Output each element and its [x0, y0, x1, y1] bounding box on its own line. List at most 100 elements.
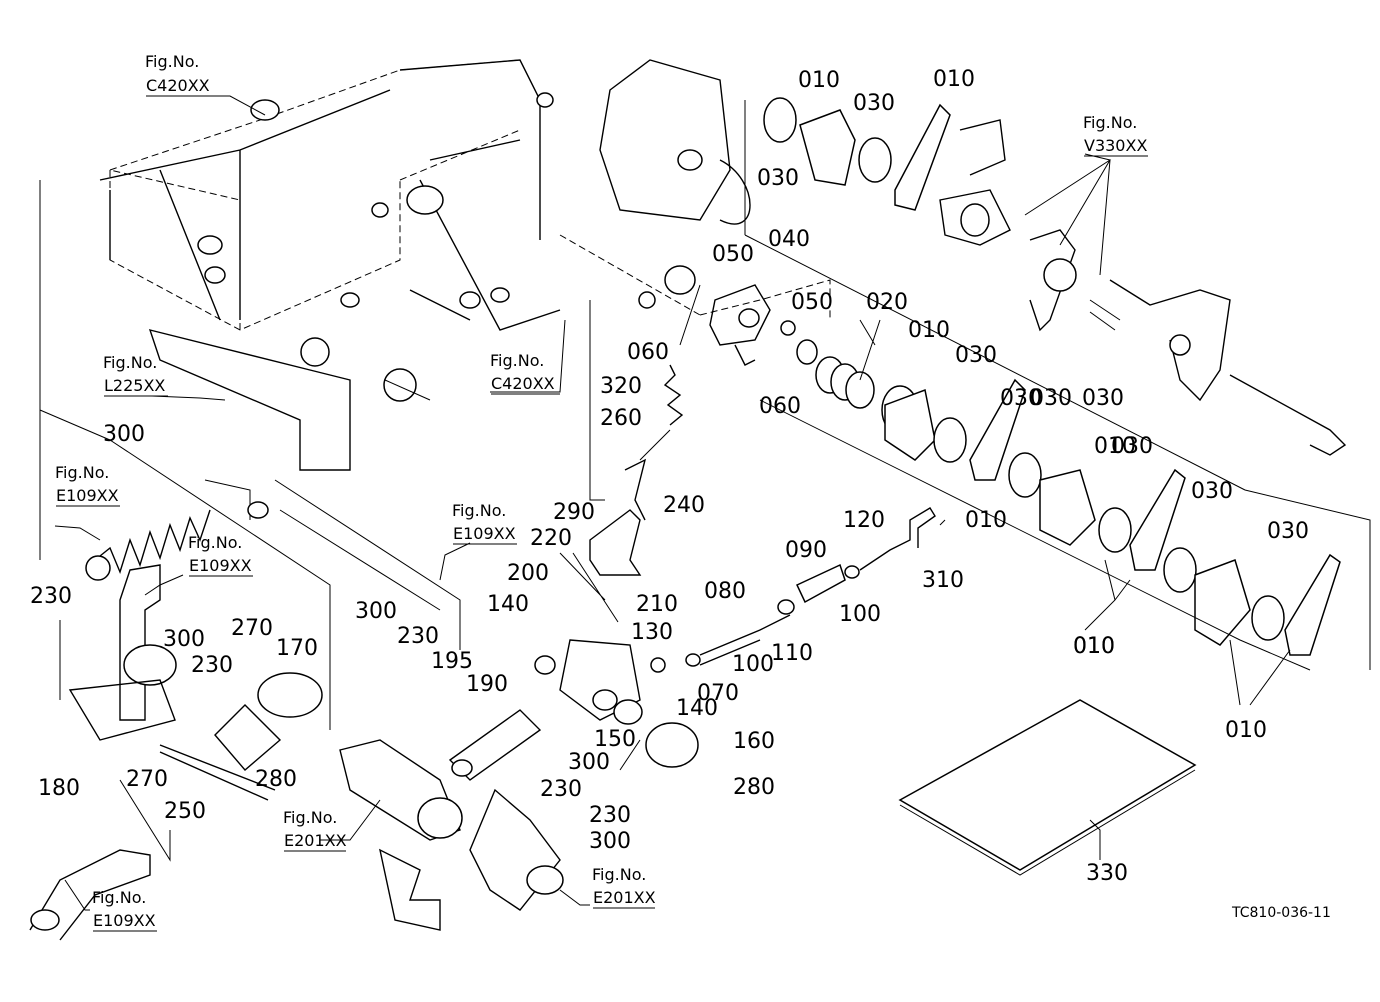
callout: 030 [1191, 479, 1233, 504]
callout: 130 [631, 620, 673, 645]
fig-code: L225XX [104, 376, 165, 395]
callout: 310 [922, 568, 964, 593]
fig-prefix: Fig.No. [92, 888, 146, 907]
diagram-linework [29, 59, 1371, 941]
fig-code: C420XX [491, 374, 555, 393]
fig-code: V330XX [1084, 136, 1147, 155]
callout: 140 [676, 696, 718, 721]
callout: 300 [589, 829, 631, 854]
callout: 230 [191, 653, 233, 678]
fig-prefix: Fig.No. [1083, 113, 1137, 132]
fig-code: E109XX [453, 524, 516, 543]
figure-ref-c420-top: Fig.No. C420XX [145, 52, 215, 97]
callout: 330 [1086, 861, 1128, 886]
figure-ref-e201-left: Fig.No. E201XX [283, 808, 347, 852]
callout: 300 [568, 750, 610, 775]
fig-prefix: Fig.No. [452, 501, 506, 520]
callout: 010 [908, 318, 950, 343]
fig-prefix: Fig.No. [103, 353, 157, 372]
compression-spring [85, 509, 211, 581]
fig-prefix: Fig.No. [55, 463, 109, 482]
callout: 150 [594, 727, 636, 752]
callout: 030 [1000, 386, 1042, 411]
callout: 010 [1225, 718, 1267, 743]
callout: 230 [589, 803, 631, 828]
callout: 080 [704, 579, 746, 604]
figure-ref-e109-left: Fig.No. E109XX [55, 463, 120, 507]
callout: 060 [627, 340, 669, 365]
callout: 300 [355, 599, 397, 624]
callout: 260 [600, 406, 642, 431]
callout: 060 [759, 394, 801, 419]
callout: 010 [1073, 634, 1115, 659]
callout: 220 [530, 526, 572, 551]
callout: 230 [30, 584, 72, 609]
callout: 270 [231, 616, 273, 641]
callout: 300 [163, 627, 205, 652]
callout: 320 [600, 374, 642, 399]
callout: 010 [1094, 434, 1136, 459]
callout: 170 [276, 636, 318, 661]
callout: 030 [1030, 386, 1072, 411]
callout: 300 [103, 422, 145, 447]
fig-code: C420XX [146, 76, 210, 95]
figure-ref-c420-mid: Fig.No. C420XX [490, 351, 560, 395]
callout: 160 [733, 729, 775, 754]
fig-code: E109XX [56, 486, 119, 505]
part-callouts: 010 030 010 030 030 010 030 010 050 040 … [30, 67, 1309, 886]
fig-prefix: Fig.No. [592, 865, 646, 884]
fig-code: E201XX [284, 831, 347, 850]
callout: 140 [487, 592, 529, 617]
figure-ref-e109-bottom: Fig.No. E109XX [92, 888, 157, 932]
callout: 270 [126, 767, 168, 792]
fig-code: E109XX [93, 911, 156, 930]
callout: 180 [38, 776, 80, 801]
callout: 050 [791, 290, 833, 315]
callout: 020 [866, 290, 908, 315]
figure-ref-v330: Fig.No. V330XX [1083, 113, 1148, 157]
spring-stack [815, 356, 875, 409]
fig-prefix: Fig.No. [283, 808, 337, 827]
callout: 230 [397, 624, 439, 649]
callout: 290 [553, 500, 595, 525]
drawing-code: TC810-036-11 [1231, 905, 1331, 921]
callout: 030 [1111, 434, 1153, 459]
callout: 030 [955, 343, 997, 368]
callout: 230 [540, 777, 582, 802]
callout: 200 [507, 561, 549, 586]
callout: 010 [1073, 634, 1115, 659]
fig-prefix: Fig.No. [490, 351, 544, 370]
callout: 050 [712, 242, 754, 267]
figure-ref-e109-spring: Fig.No. E109XX [188, 533, 253, 577]
figure-ref-e109-center: Fig.No. E109XX [452, 501, 517, 545]
callout: 030 [853, 91, 895, 116]
callout: 010 [798, 68, 840, 93]
callout: 120 [843, 508, 885, 533]
callout: 240 [663, 493, 705, 518]
callout: 110 [771, 641, 813, 666]
callout: 210 [636, 592, 678, 617]
callout: 280 [733, 775, 775, 800]
figure-ref-e201-right: Fig.No. E201XX [592, 865, 656, 909]
fig-prefix: Fig.No. [145, 52, 199, 71]
callout: 100 [732, 652, 774, 677]
fig-prefix: Fig.No. [188, 533, 242, 552]
figure-ref-l225: Fig.No. L225XX [103, 353, 168, 397]
callout: 280 [255, 767, 297, 792]
callout: 010 [933, 67, 975, 92]
callout: 090 [785, 538, 827, 563]
fig-code: E109XX [189, 556, 252, 575]
fig-code: E201XX [593, 888, 656, 907]
callout: 190 [466, 672, 508, 697]
callout: 195 [431, 649, 473, 674]
callout: 010 [965, 508, 1007, 533]
callout: 040 [768, 227, 810, 252]
plate-stack [763, 97, 1341, 656]
callout: 070 [697, 681, 739, 706]
callout: 030 [1267, 519, 1309, 544]
callout: 030 [1082, 386, 1124, 411]
callout: 100 [839, 602, 881, 627]
callout: 030 [757, 166, 799, 191]
callout: 250 [164, 799, 206, 824]
